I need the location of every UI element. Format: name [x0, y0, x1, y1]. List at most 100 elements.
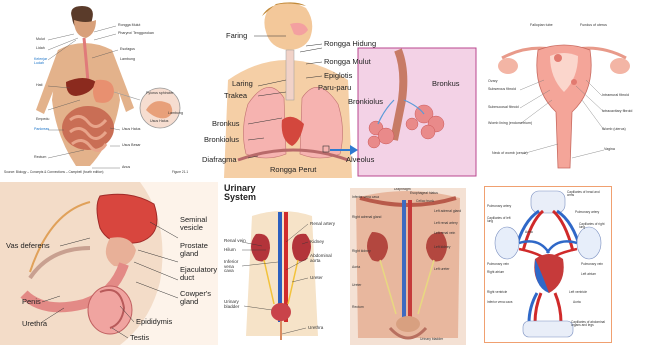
label-esofagus: Esofagus	[120, 48, 135, 52]
label-womb: Womb (uterus)	[602, 128, 626, 132]
label-subserous: Subserous fibroid	[488, 88, 516, 92]
label-left-ureter: Left ureter	[434, 268, 449, 271]
label-trakea: Trakea	[224, 92, 247, 100]
label-renal-vein: Renal vein	[224, 239, 246, 244]
label-pulmonary-vein-right: Pulmonary vein	[581, 263, 603, 266]
label-cap-left-lung: Capillaries of left lung	[487, 217, 517, 223]
label-diafragma: Diafragma	[202, 156, 237, 164]
label-empedu: Empedu	[36, 118, 49, 122]
label-pharynx: Pharynx/ Tenggorokan	[118, 32, 154, 36]
label-urinary-bladder: Urinary bladder	[420, 338, 443, 341]
label-cervix: Neck of womb (cervix)	[492, 152, 528, 156]
label-renal-artery: Renal artery	[310, 222, 335, 227]
label-testis: Testis	[130, 334, 149, 342]
label-ivc: Inferior vena cava	[352, 196, 379, 199]
label-prostate: Prostate gland	[180, 242, 216, 257]
label-right-adrenal: Right adrenal gland	[352, 216, 381, 219]
label-left-kidney: Left kidney	[434, 246, 450, 249]
label-right-ventricle: Right ventricle	[487, 291, 507, 294]
label-epididymis: Epididymis	[136, 318, 172, 326]
label-ejaculatory-duct: Ejaculatory duct	[180, 266, 218, 281]
label-hati: Hati	[36, 84, 42, 88]
label-intracavitary: Intracavitary fibroid	[602, 110, 632, 114]
label-womb-lining: Womb lining (endometrium)	[488, 122, 532, 126]
digestive-system-diagram: Mulut Lidah Kelenjar Ludah Rongga Mulut …	[0, 0, 200, 178]
circulatory-system-diagram: Capillaries of head and arms Pulmonary a…	[484, 186, 612, 343]
label-bronkus-inset: Bronkus	[432, 80, 460, 88]
label-rongga-mulut: Rongga Mulut	[324, 58, 371, 66]
label-cap-right-lung: Capillaries of right lung	[579, 223, 609, 229]
label-diaphragm: Diaphragm	[394, 188, 411, 191]
label-inferior-vena-cava: Inferior vena cava	[487, 301, 512, 304]
label-inferior-vena-cava: Inferior vena cava	[224, 260, 244, 274]
label-zoom-usus: Usus Halus	[150, 120, 168, 124]
label-bronkiolus: Bronkiolus	[204, 136, 239, 144]
label-left-renal-artery: Left renal artery	[434, 222, 458, 225]
label-alveolus: Alveolus	[346, 156, 374, 164]
label-aorta: Aorta	[525, 231, 533, 234]
label-cowpers-gland: Cowper's gland	[180, 290, 216, 305]
label-aorta: Aorta	[352, 266, 360, 269]
label-ureter: Ureter	[352, 284, 361, 287]
label-esophageal-hiatus: Esophageal hiatus	[410, 192, 438, 195]
digestive-illustration	[0, 0, 200, 178]
label-left-ventricle: Left ventricle	[569, 291, 587, 294]
label-kidney: Kidney	[310, 240, 324, 245]
label-fallopian-tube: Fallopian tube	[530, 24, 553, 28]
label-pulmonary-artery-left: Pulmonary artery	[487, 205, 511, 208]
label-zoom-lambung: Lambung	[168, 112, 183, 116]
label-usus-besar: Usus Besar	[122, 144, 141, 148]
label-laring: Laring	[232, 80, 253, 88]
label-submucosal: Submucosal fibroid	[488, 106, 519, 110]
label-bronkus: Bronkus	[212, 120, 240, 128]
label-pulmonary-vein-left: Pulmonary vein	[487, 263, 509, 266]
label-anus: Anus	[122, 166, 130, 170]
urinary-system-diagram: Urinary System Renal artery Renal vein H…	[222, 182, 340, 345]
label-rongga-mulut: Rongga Mulut	[118, 24, 140, 28]
label-rectum: Rectum	[352, 306, 364, 309]
label-rongga-hidung: Rongga Hidung	[324, 40, 376, 48]
label-vagina: Vagina	[604, 148, 615, 152]
label-rectum: Rectum	[34, 156, 46, 160]
label-ureter: Ureter	[310, 276, 323, 281]
male-reproductive-diagram: Vas deferens Seminal vesicle Prostate gl…	[0, 182, 218, 345]
label-pylorus: Pylorus sphincter	[146, 92, 174, 96]
label-left-adrenal: Left adrenal gland	[434, 210, 461, 213]
label-capillaries-head: Capillaries of head and arms	[567, 191, 607, 197]
label-usus-halus: Usus Halus	[122, 128, 140, 132]
label-seminal-vesicle: Seminal vesicle	[180, 216, 216, 231]
label-cap-abdominal: Capillaries of abdominal organs and legs	[571, 321, 609, 327]
label-lidah: Lidah	[36, 47, 45, 51]
label-urethra: Urethra	[22, 320, 47, 328]
label-paru: Paru-paru	[318, 84, 351, 92]
label-penis: Penis	[22, 298, 41, 306]
label-lambung: Lambung	[120, 58, 135, 62]
urinary-title: Urinary System	[224, 184, 274, 203]
respiratory-system-diagram: Rongga Hidung Rongga Mulut Faring Epiglo…	[198, 0, 480, 178]
label-hilum: Hilum	[224, 248, 236, 253]
abdominal-organs-diagram: Diaphragm Esophageal hiatus Inferior ven…	[350, 188, 466, 345]
label-vas-deferens: Vas deferens	[6, 242, 50, 250]
label-bronkiolus-inset: Bronkiolus	[348, 98, 383, 106]
label-urinary-bladder: Urinary bladder	[224, 300, 246, 309]
label-mulut: Mulut	[36, 38, 45, 42]
label-rongga-perut: Rongga Perut	[270, 166, 316, 174]
label-intramural: Intramural fibroid	[602, 94, 629, 98]
label-aorta-lower: Aorta	[573, 301, 581, 304]
label-pankreas: Pankreas	[34, 128, 49, 132]
label-ovary: Ovary	[488, 80, 498, 84]
label-faring: Faring	[226, 32, 247, 40]
label-right-kidney: Right kidney	[352, 250, 371, 253]
label-urethra: Urethra	[308, 326, 323, 331]
female-reproductive-diagram: Fallopian tube Fundus of uterus Ovary Su…	[482, 20, 646, 178]
label-left-renal-vein: Left renal vein	[434, 232, 455, 235]
label-ludah: Ludah	[34, 62, 44, 66]
figure-number: Figure 21.1	[172, 171, 188, 174]
label-pulmonary-artery-right: Pulmonary artery	[575, 211, 599, 214]
label-celiac-trunk: Celiac trunk	[416, 200, 434, 203]
label-fundus: Fundus of uterus	[580, 24, 607, 28]
label-left-atrium: Left atrium	[581, 273, 596, 276]
label-epiglotis: Epiglotis	[324, 72, 352, 80]
source-caption: Source: Biology – Concepts & Connections…	[4, 171, 103, 174]
label-right-atrium: Right atrium	[487, 271, 504, 274]
